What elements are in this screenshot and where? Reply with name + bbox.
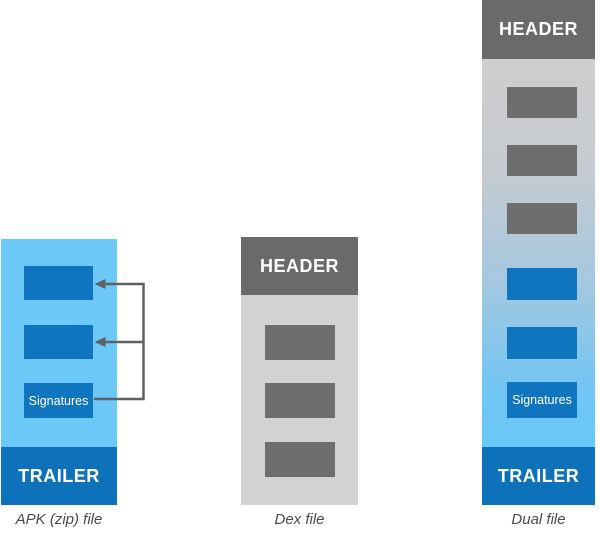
apk-trailer-label: TRAILER <box>18 465 100 486</box>
dex-header-label: HEADER <box>259 255 339 276</box>
dual-dex-block-2 <box>507 145 577 176</box>
dex-section-block-2 <box>265 383 335 418</box>
apk-entry-block-2 <box>24 325 93 359</box>
dex-file-body <box>241 295 358 505</box>
apk-signatures-label: Signatures <box>28 393 89 408</box>
dual-file-body: Signatures <box>482 59 595 447</box>
dex-header-band: HEADER <box>241 237 358 295</box>
apk-signatures-block: Signatures <box>24 383 93 418</box>
dual-dex-block-1 <box>507 87 577 118</box>
apk-caption: APK (zip) file <box>15 511 103 528</box>
dual-zip-block-2 <box>507 327 577 359</box>
apk-entry-block-1 <box>24 266 93 300</box>
dual-header-band: HEADER <box>482 0 595 59</box>
dex-caption: Dex file <box>274 511 325 528</box>
dex-section-block-1 <box>265 325 335 360</box>
dex-section-block-3 <box>265 442 335 477</box>
dual-signatures-label: Signatures <box>512 393 572 407</box>
dual-signatures-block: Signatures <box>507 382 577 418</box>
apk-file-body: Signatures TRAILER <box>1 239 117 505</box>
dual-zip-block-1 <box>507 268 577 300</box>
dual-caption: Dual file <box>511 511 566 528</box>
dual-header-label: HEADER <box>498 19 578 39</box>
apk-trailer-band: TRAILER <box>1 447 117 505</box>
dual-trailer-band: TRAILER <box>482 447 595 505</box>
dual-trailer-label: TRAILER <box>497 465 580 486</box>
dual-dex-block-3 <box>507 203 577 234</box>
